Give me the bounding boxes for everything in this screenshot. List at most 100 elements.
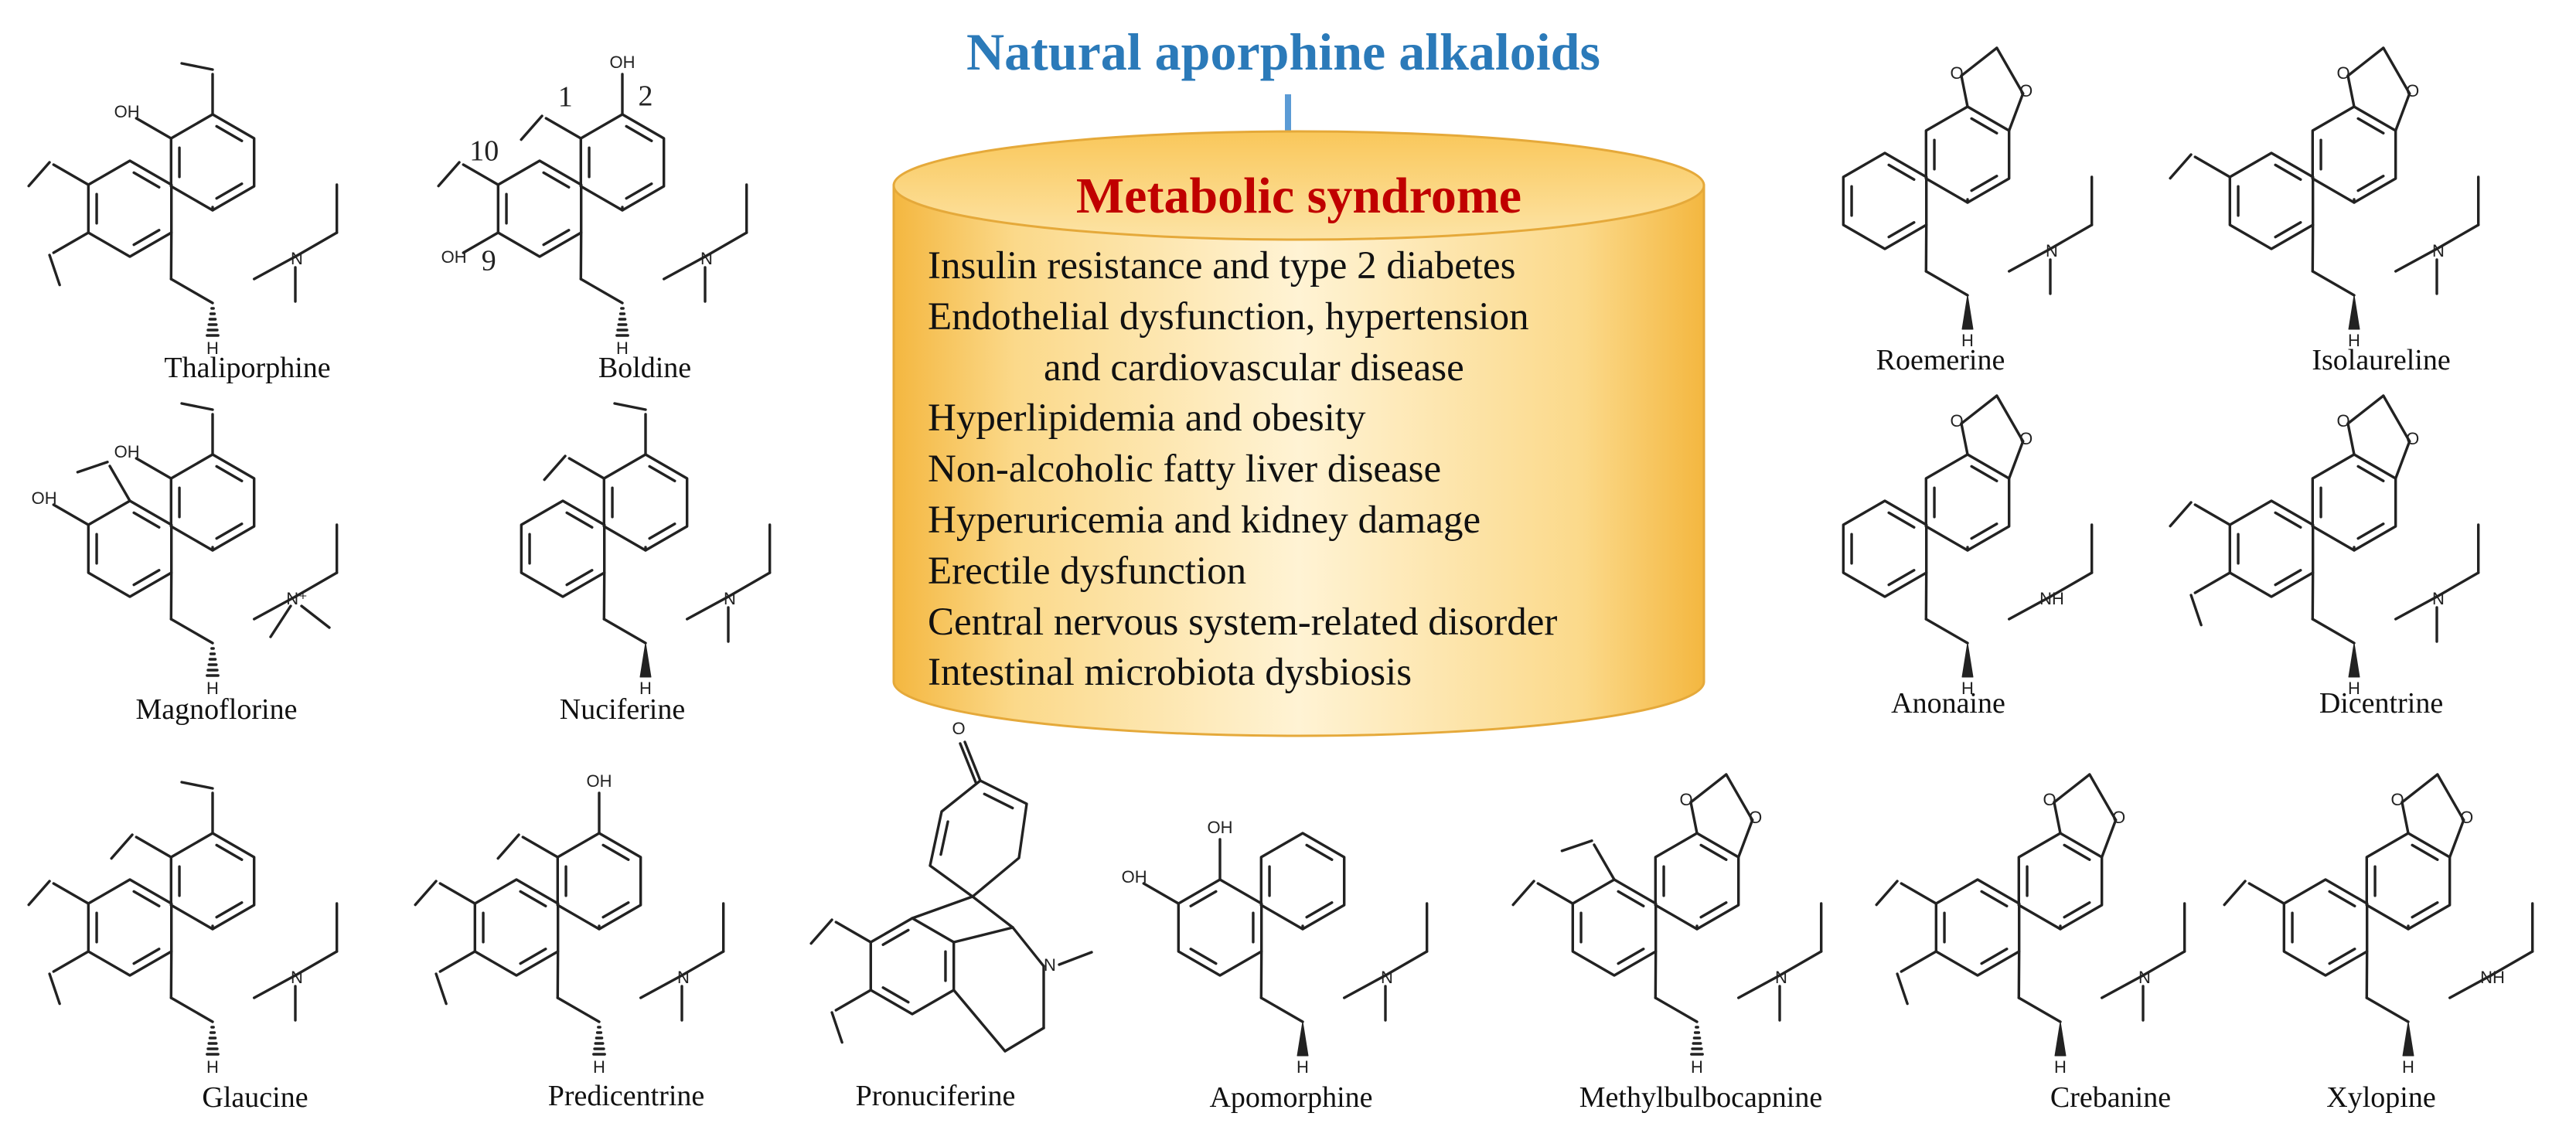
bond — [1924, 270, 1969, 297]
atom-label: O — [1679, 790, 1692, 809]
bond — [1900, 950, 1938, 973]
condition-item: Erectile dysfunction — [928, 549, 1247, 593]
figure-title: Natural aporphine alkaloids — [966, 22, 1600, 81]
methoxy-bond — [520, 114, 543, 141]
bond — [1900, 882, 1938, 905]
condition-item: Endothelial dysfunction, hypertension — [928, 294, 1529, 339]
bond — [911, 895, 974, 920]
hydroxyl-label: OH — [1208, 818, 1233, 837]
double-bond — [1699, 843, 1728, 861]
bond — [1689, 773, 1728, 804]
double-bond — [215, 124, 244, 142]
methoxy-bond — [27, 161, 51, 188]
atom-label: O — [2019, 429, 2033, 448]
double-bond — [542, 171, 571, 189]
compound-name-anonaine: Anonaine — [1891, 687, 2005, 720]
double-bond — [132, 511, 161, 529]
double-bond — [648, 465, 676, 482]
methoxy-bond — [437, 161, 461, 188]
double-bond — [519, 890, 547, 907]
bond — [2007, 92, 2025, 132]
methoxy-bond — [496, 833, 520, 860]
structure-glaucine: NH — [27, 781, 339, 1077]
bond — [952, 989, 1007, 1053]
bond — [2007, 440, 2025, 480]
ring — [1259, 832, 1346, 931]
bond — [1960, 394, 1998, 425]
hydrogen-label: H — [2054, 1057, 2067, 1077]
ring — [2228, 151, 2315, 250]
atom-label: O — [2460, 808, 2473, 827]
stereo-wedge — [1297, 1021, 1309, 1057]
double-bond — [2356, 465, 2385, 482]
bond — [1384, 950, 1429, 977]
condition-item: Insulin resistance and type 2 diabetes — [928, 244, 1516, 288]
ring — [579, 113, 666, 212]
ring — [2365, 832, 2452, 931]
compound-name-magnoflorine: Magnoflorine — [135, 693, 298, 726]
bond — [2017, 996, 2062, 1023]
bond — [2435, 571, 2480, 598]
atom-label: N — [2138, 968, 2151, 987]
bond — [1736, 974, 1781, 999]
bond — [567, 457, 606, 480]
bond — [1995, 394, 2025, 443]
ring — [1842, 151, 1928, 250]
atom-label: O — [2336, 63, 2349, 83]
bond — [2193, 503, 2232, 526]
ring — [1571, 878, 1658, 977]
double-bond — [132, 229, 161, 247]
hydrogen-label: H — [1961, 679, 1974, 698]
double-bond — [939, 820, 949, 856]
methoxy-bond — [543, 454, 567, 482]
hydrogen-label: H — [2402, 1057, 2414, 1077]
double-bond — [2328, 948, 2356, 965]
ring — [473, 878, 560, 977]
atom-label: N — [700, 249, 713, 268]
compound-name-nuciferine: Nuciferine — [559, 693, 686, 726]
atom-label: O — [2406, 81, 2419, 100]
bond — [2382, 394, 2411, 443]
double-bond — [881, 928, 910, 946]
bond — [2448, 974, 2493, 999]
bond — [1960, 422, 1969, 456]
stereo-wedge — [2348, 294, 2360, 330]
double-bond — [1887, 221, 1916, 239]
compound-name-predicentrine: Predicentrine — [547, 1080, 705, 1112]
methoxy-bond — [1560, 839, 1593, 853]
bond — [1995, 46, 2025, 95]
metabolic-syndrome-cylinder — [892, 130, 1705, 737]
bond — [2100, 819, 2118, 859]
bond — [1924, 618, 1969, 645]
bond — [294, 950, 339, 977]
bond — [2193, 155, 2232, 179]
double-bond — [1699, 901, 1728, 919]
condition-item: Hyperuricemia and kidney damage — [928, 498, 1481, 542]
atom-label: O — [1749, 808, 1762, 827]
condition-item: Intestinal microbiota dysbiosis — [928, 651, 1412, 695]
bond — [602, 618, 647, 645]
bond — [169, 277, 214, 305]
double-bond — [1970, 465, 1998, 482]
bond — [680, 950, 725, 977]
double-bond — [1887, 511, 1916, 529]
methoxy-bond — [1875, 880, 1899, 907]
structure-nuciferine: NH — [520, 402, 772, 698]
bond — [834, 921, 873, 944]
hydrogen-label: H — [639, 679, 652, 698]
double-bond — [1980, 948, 2009, 965]
atom-label: N — [1381, 968, 1393, 987]
atom-label: O — [2112, 808, 2125, 827]
condition-item: Hyperlipidemia and obesity — [928, 397, 1366, 441]
bond — [52, 231, 90, 254]
bond — [135, 836, 173, 859]
bond — [52, 950, 90, 973]
compound-name-pronuciferine: Pronuciferine — [855, 1080, 1016, 1112]
compound-name-apomorphine: Apomorphine — [1209, 1081, 1373, 1114]
methoxy-bond — [180, 781, 214, 790]
ring — [1924, 453, 2011, 552]
atom-label: O — [2043, 790, 2056, 809]
